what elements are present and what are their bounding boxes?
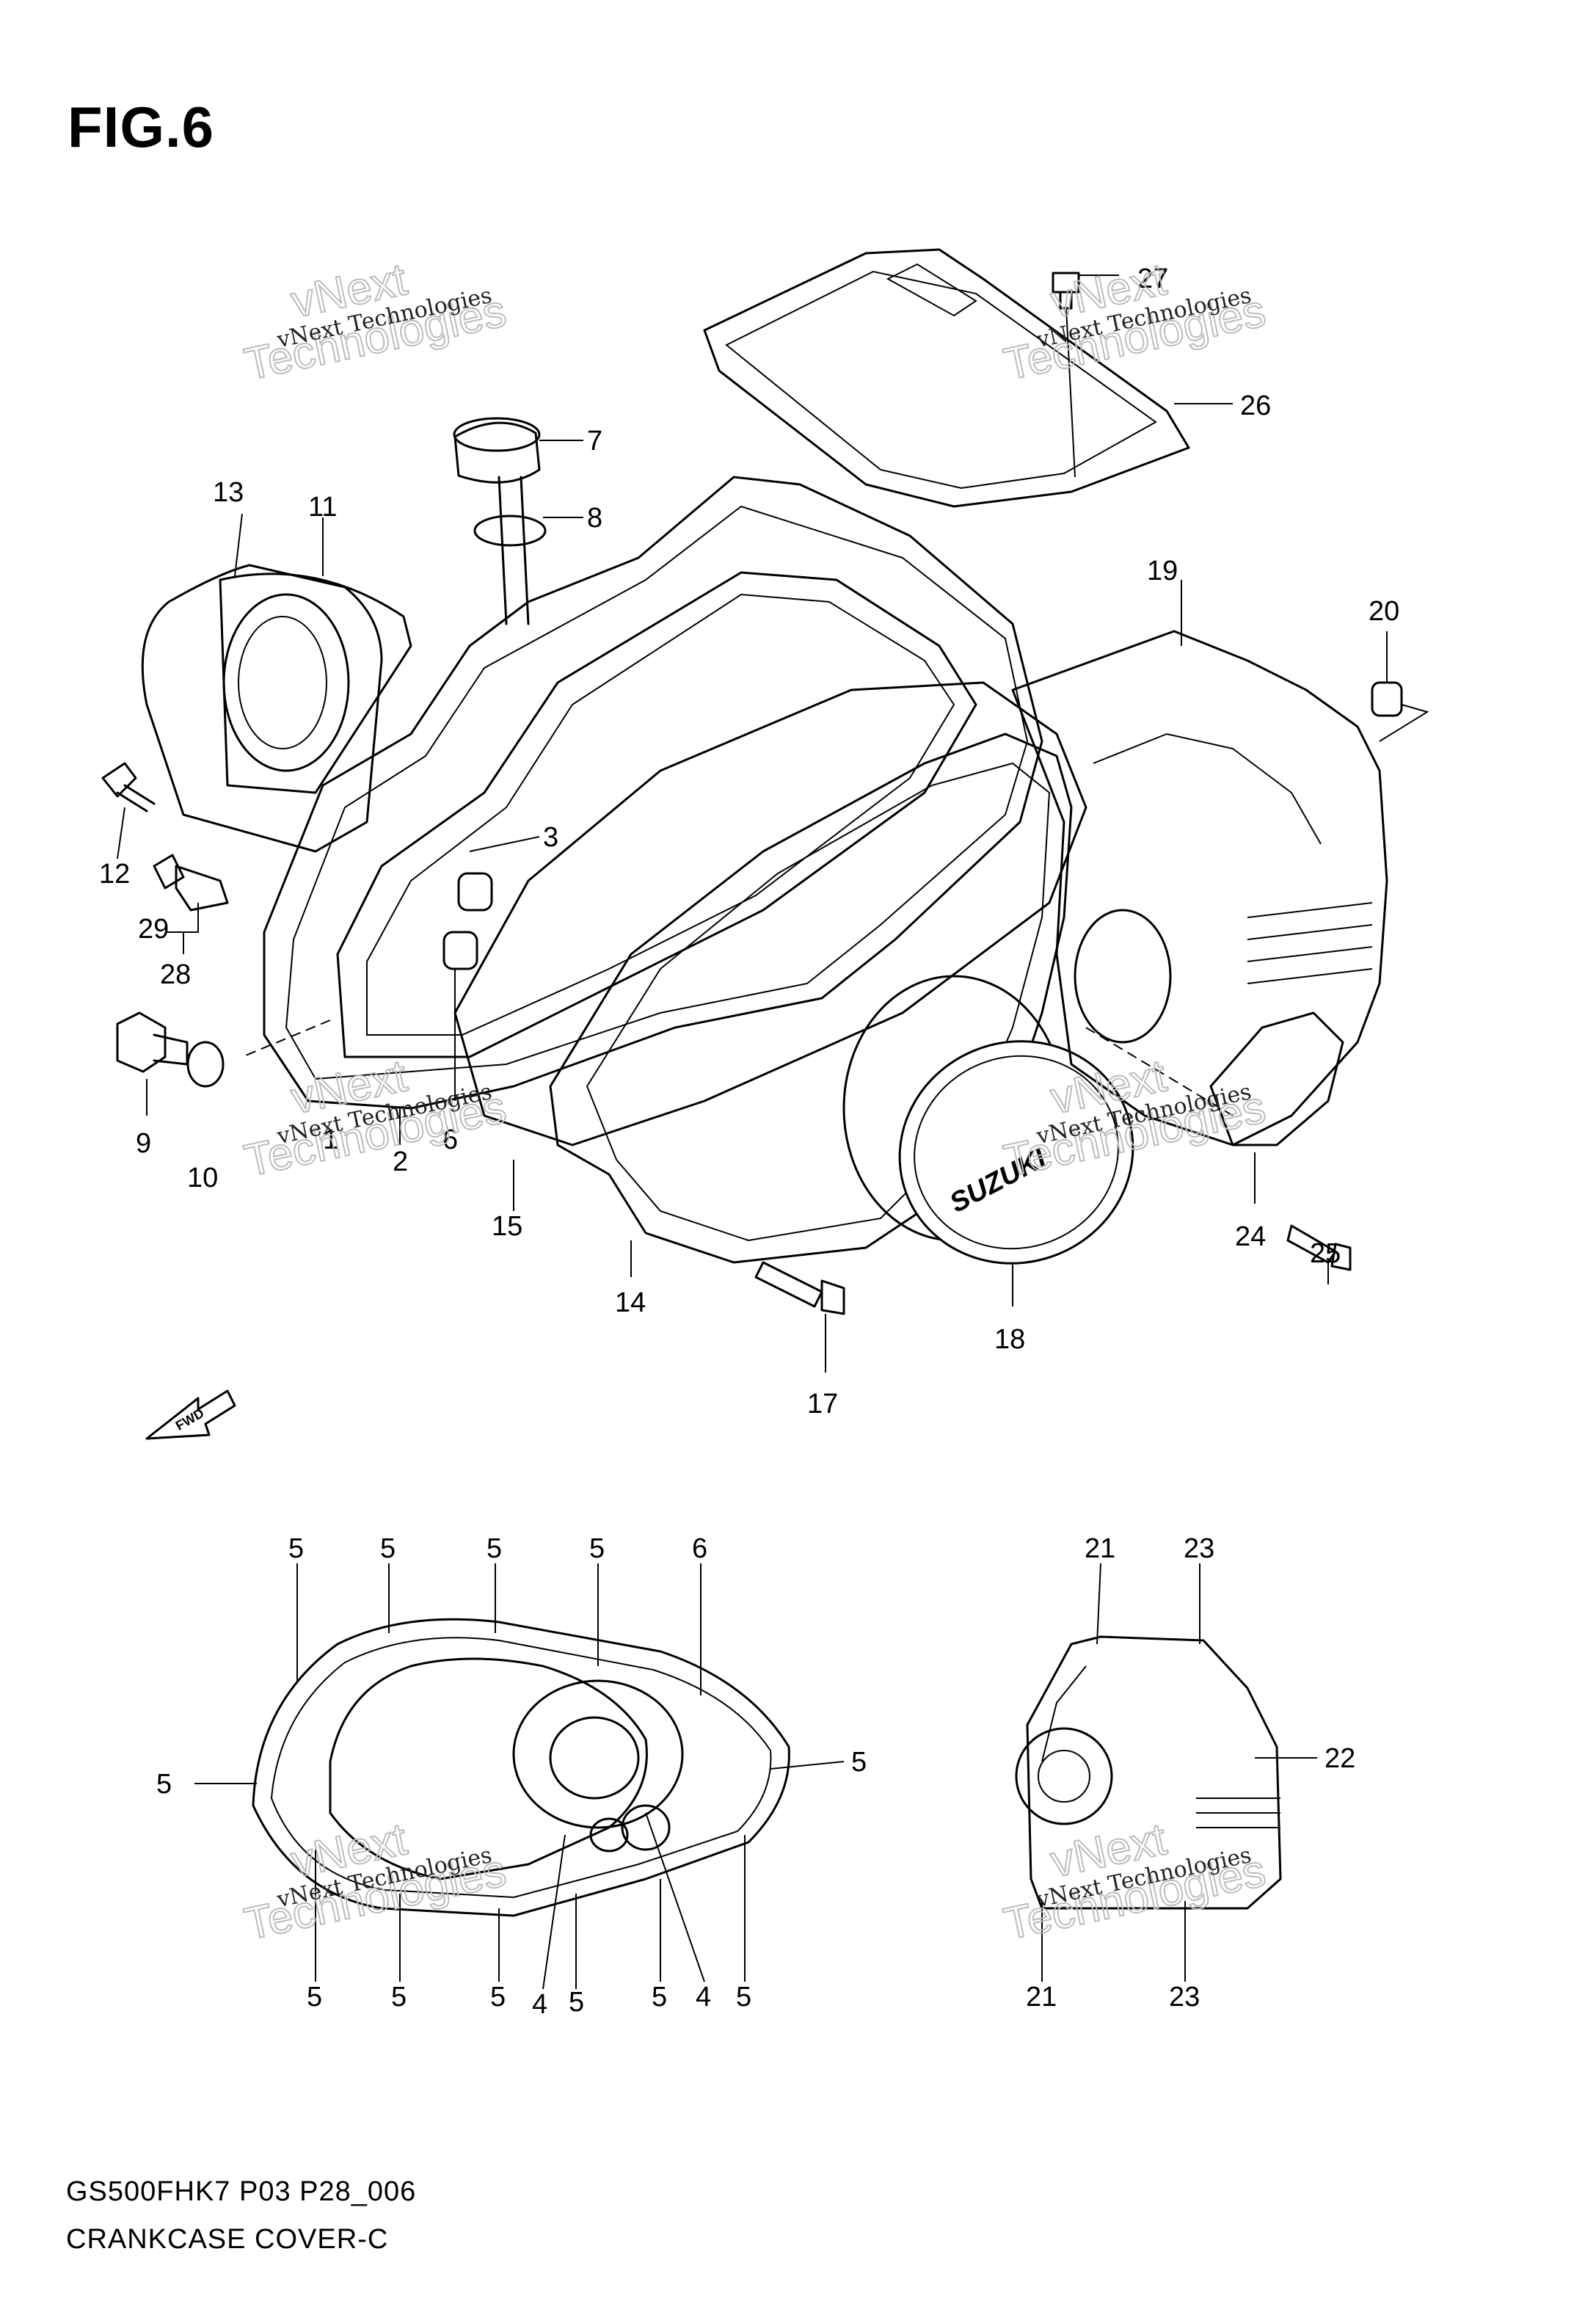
callout-5l: 5 (736, 1982, 751, 2013)
leader-lines-right-gasket (1041, 1563, 1317, 1982)
callout-28: 28 (160, 959, 191, 990)
callout-24: 24 (1235, 1221, 1266, 1252)
figure-title: FIG.6 (68, 95, 215, 159)
callout-5c: 5 (487, 1533, 502, 1564)
callout-4a: 4 (532, 1989, 547, 2020)
valve-cover (703, 248, 1190, 508)
part-name: CRANKCASE COVER-C (66, 2224, 389, 2255)
callout-10: 10 (187, 1163, 218, 1193)
callout-5i: 5 (490, 1982, 506, 2013)
callout-9: 9 (136, 1128, 151, 1159)
model-code: GS500FHK7 P03 P28_006 (66, 2176, 417, 2207)
callout-5b: 5 (380, 1533, 396, 1564)
callout-13: 13 (213, 477, 244, 508)
bolt-17 (754, 1261, 845, 1315)
callout-27: 27 (1137, 263, 1168, 294)
leader-lines-top (117, 275, 1429, 1373)
oil-switch-29 (153, 854, 229, 912)
clutch-cover-plate: SUZUKI (898, 1040, 1134, 1265)
leader-lines-gasket (194, 1563, 845, 1990)
callout-5j: 5 (569, 1987, 584, 2018)
callout-29: 29 (138, 914, 169, 945)
forward-arrow-icon: FWD (145, 1389, 236, 1440)
crankcase-cover-gasket (252, 1618, 790, 1917)
generator-cover-ring (141, 564, 412, 853)
callout-6-bottom: 6 (692, 1533, 707, 1564)
watermark-5: vNext Technologies vNext Technologies (239, 1813, 511, 1951)
callout-8: 8 (587, 503, 602, 534)
callout-4b: 4 (696, 1982, 711, 2013)
callout-19: 19 (1147, 556, 1178, 586)
callout-2: 2 (393, 1146, 408, 1177)
dowel-pin-6 (442, 931, 478, 970)
callout-5g: 5 (307, 1982, 322, 2013)
callout-5h: 5 (391, 1982, 407, 2013)
callout-1: 1 (323, 1124, 338, 1155)
callout-22: 22 (1324, 1743, 1355, 1774)
callout-17: 17 (807, 1389, 838, 1419)
callout-labels: 27 26 7 8 13 11 19 20 3 12 29 28 9 10 1 … (99, 263, 1399, 2020)
callout-21a: 21 (1085, 1533, 1115, 1564)
callout-6-top: 6 (442, 1124, 458, 1155)
callout-5d: 5 (589, 1533, 605, 1564)
watermark-3: vNext Technologies vNext Technologies (239, 1050, 511, 1188)
callout-18: 18 (994, 1324, 1025, 1355)
callout-3: 3 (543, 822, 558, 853)
callout-5f: 5 (156, 1769, 172, 1800)
drain-plug-9 (116, 1011, 189, 1073)
callout-26: 26 (1240, 390, 1271, 421)
callout-21b: 21 (1026, 1982, 1057, 2013)
callout-23b: 23 (1169, 1982, 1200, 2013)
crankcase-cover-main (263, 476, 1087, 1146)
starter-clutch-cover (1011, 630, 1388, 1146)
callout-25: 25 (1310, 1238, 1341, 1269)
starter-cover-gasket (1015, 1635, 1282, 1910)
watermark-1: vNext Technologies vNext Technologies (239, 253, 511, 391)
callout-15: 15 (492, 1211, 522, 1242)
callout-14: 14 (615, 1287, 646, 1318)
callout-12: 12 (99, 859, 130, 890)
callout-7: 7 (587, 426, 602, 457)
dowel-pin-3 (457, 872, 493, 912)
callout-11: 11 (308, 492, 337, 523)
callout-5e: 5 (851, 1747, 867, 1778)
bolt-27 (1052, 272, 1080, 478)
callout-5k: 5 (652, 1982, 667, 2013)
small-cover-24 (1209, 1011, 1344, 1146)
bolt-12 (101, 762, 156, 813)
callout-5a: 5 (288, 1533, 304, 1564)
callout-23a: 23 (1184, 1533, 1214, 1564)
oil-filler-cap (453, 417, 547, 625)
washer-10 (186, 1041, 225, 1088)
dowel-pin-20 (1371, 681, 1403, 717)
callout-20: 20 (1369, 596, 1399, 627)
fwd-label: FWD (173, 1406, 206, 1433)
